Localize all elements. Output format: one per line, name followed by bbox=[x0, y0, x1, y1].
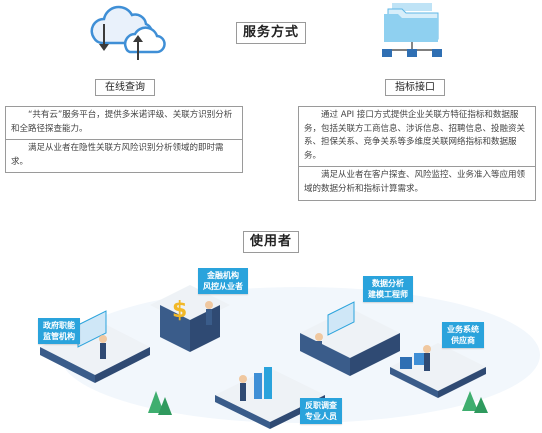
online-query-label: 在线查询 bbox=[95, 79, 155, 96]
finance-platform: $ bbox=[150, 285, 230, 352]
api-interface-paragraph: 满足从业者在客户探查、风险监控、业务准入等应用领域的数据分析和指标计算需求。 bbox=[299, 166, 535, 199]
user-tag-data-analysis: 数据分析建模工程师 bbox=[363, 276, 413, 302]
online-query-paragraph: 满足从业者在隐性关联方风险识别分析领域的即时需求。 bbox=[6, 139, 242, 172]
online-query-description: “共有云”服务平台，提供多米诺评级、关联方识别分析和全路径探查能力。 满足从业者… bbox=[5, 106, 243, 174]
users-isometric-scene: $ bbox=[0, 255, 542, 433]
user-tag-finance: 金融机构风控从业者 bbox=[198, 268, 248, 294]
user-tag-investigation: 反职调查专业人员 bbox=[300, 398, 342, 424]
online-query-paragraph: “共有云”服务平台，提供多米诺评级、关联方识别分析和全路径探查能力。 bbox=[11, 110, 233, 134]
vendor-platform bbox=[390, 343, 486, 398]
folder-network-icon bbox=[382, 3, 442, 57]
api-interface-label: 指标接口 bbox=[385, 79, 445, 96]
api-interface-paragraph: 通过 API 接口方式提供企业关联方特征指标和数据服务，包括关联方工商信息、涉诉… bbox=[304, 110, 526, 161]
tree-decoration bbox=[148, 391, 488, 415]
folder-network-illustration bbox=[378, 2, 450, 62]
user-tag-government: 政府职能监管机构 bbox=[38, 318, 80, 344]
cloud-sync-icon bbox=[90, 5, 166, 60]
person-figure bbox=[316, 341, 322, 357]
api-interface-description: 通过 API 接口方式提供企业关联方特征指标和数据服务，包括关联方工商信息、涉诉… bbox=[298, 106, 536, 201]
person-figure bbox=[240, 383, 246, 401]
user-tag-vendor: 业务系统供应商 bbox=[442, 322, 484, 348]
person-figure bbox=[206, 309, 212, 325]
cloud-sync-illustration bbox=[80, 2, 166, 62]
dollar-sign-icon: $ bbox=[172, 298, 187, 323]
service-section-title: 服务方式 bbox=[236, 22, 307, 44]
data-analysis-platform bbox=[300, 301, 400, 376]
person-figure bbox=[424, 353, 430, 371]
users-section-title: 使用者 bbox=[243, 231, 300, 253]
person-figure bbox=[100, 343, 106, 359]
